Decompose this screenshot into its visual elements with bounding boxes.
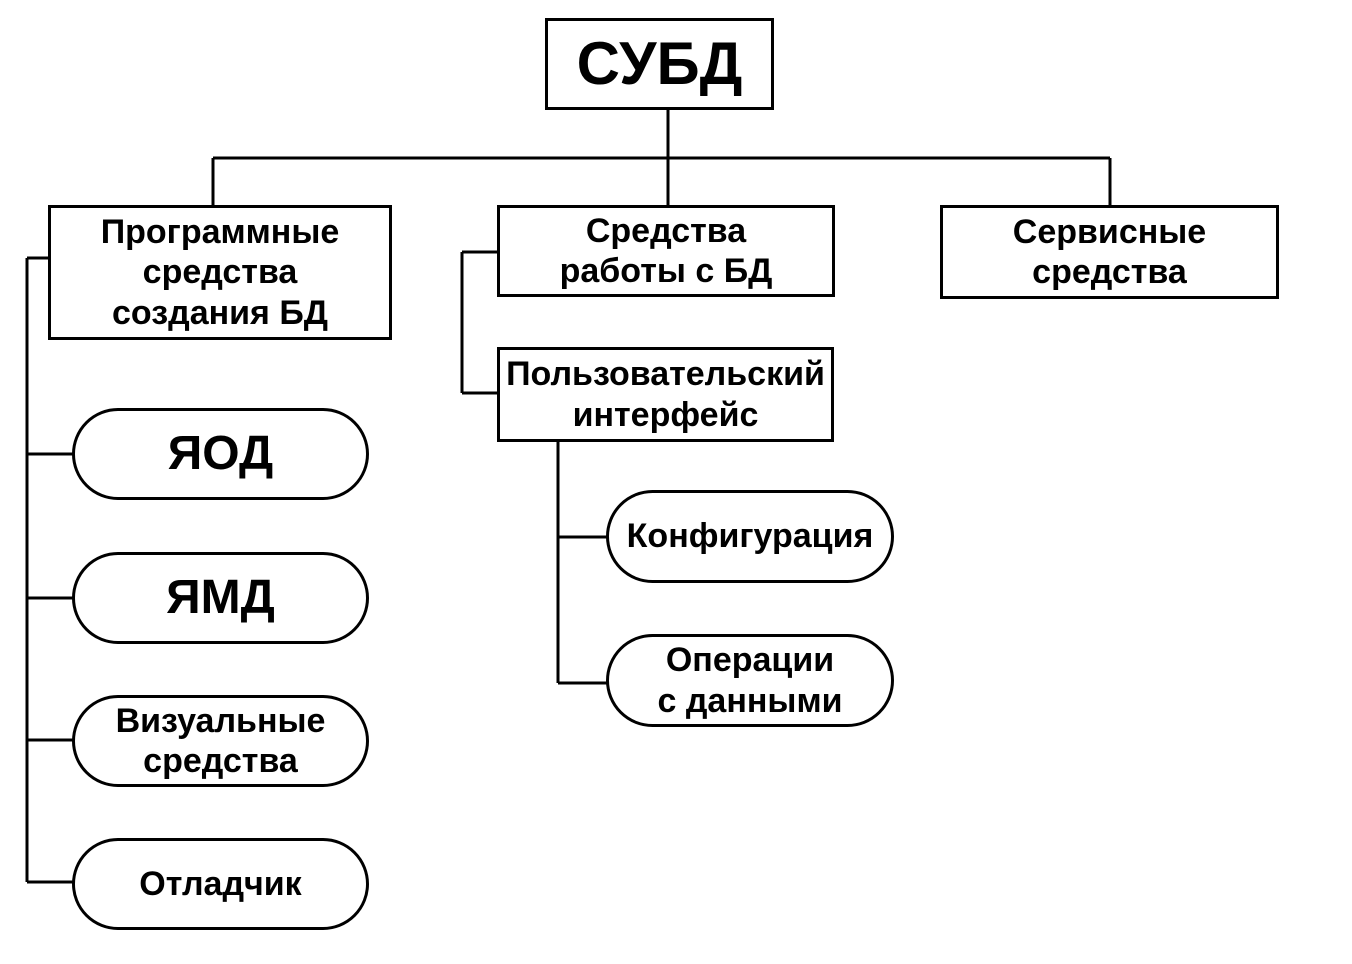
branch-label: Сервисные средства (1012, 212, 1207, 291)
user-interface-node: Пользовательский интерфейс (497, 347, 834, 442)
tool-dml: ЯМД (72, 552, 369, 644)
interface-label: Пользовательский интерфейс (506, 355, 825, 434)
interface-data-operations: Операции с данными (606, 634, 894, 727)
tool-label: ЯОД (167, 426, 274, 480)
tool-visual: Визуальные средства (72, 695, 369, 787)
branch-label: Программные средства создания БД (100, 213, 340, 332)
root-node: СУБД (545, 18, 774, 110)
branch-db-tools: Средства работы с БД (497, 205, 835, 297)
tool-ddl: ЯОД (72, 408, 369, 500)
interface-configuration: Конфигурация (606, 490, 894, 583)
tool-label: ЯМД (166, 570, 275, 624)
tool-label: Отладчик (139, 864, 302, 903)
branch-service-tools: Сервисные средства (940, 205, 1279, 299)
tool-debugger: Отладчик (72, 838, 369, 930)
root-label: СУБД (576, 30, 743, 97)
interface-item-label: Операции с данными (657, 641, 843, 720)
tool-label: Визуальные средства (115, 701, 326, 780)
branch-creation-tools: Программные средства создания БД (48, 205, 392, 340)
branch-label: Средства работы с БД (559, 211, 773, 290)
interface-item-label: Конфигурация (626, 517, 874, 556)
